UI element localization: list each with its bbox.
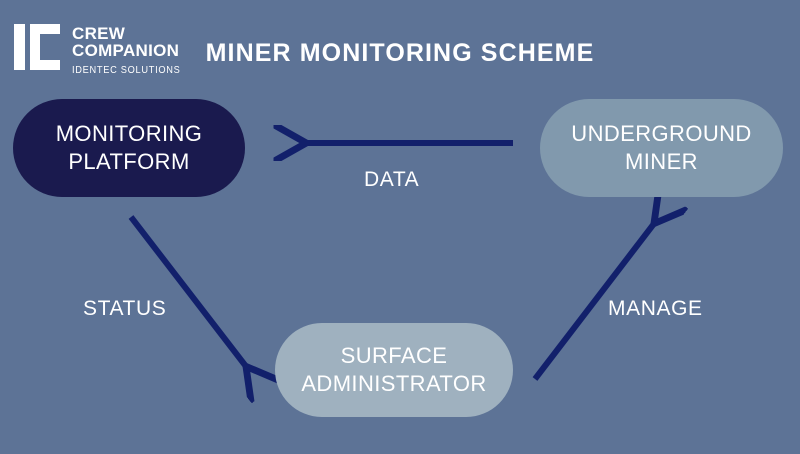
edge-label-status: STATUS [83, 297, 167, 320]
page-title: MINER MONITORING SCHEME [205, 39, 595, 67]
brand-line-2: COMPANION [72, 41, 180, 60]
edge-label-data: DATA [364, 168, 420, 191]
node-underground-miner[interactable]: UNDERGROUND MINER [540, 99, 783, 197]
edge-label-manage: MANAGE [608, 297, 703, 320]
node-monitoring-platform[interactable]: MONITORING PLATFORM [13, 99, 245, 197]
node-surface-administrator[interactable]: SURFACE ADMINISTRATOR [275, 323, 513, 417]
brand-tagline: IDENTEC SOLUTIONS [72, 64, 181, 76]
node-underground-miner-label: UNDERGROUND MINER [571, 121, 752, 174]
brand-wordmark: CREW COMPANION IDENTEC SOLUTIONS [72, 24, 195, 78]
arrow-status [128, 215, 248, 369]
node-monitoring-platform-label: MONITORING PLATFORM [55, 121, 203, 174]
crew-companion-bracket-logo-icon [14, 24, 60, 70]
brand-logo: CREW COMPANION IDENTEC SOLUTIONS [14, 24, 195, 78]
node-surface-administrator-label: SURFACE ADMINISTRATOR [301, 343, 487, 396]
brand-line-1: CREW [72, 24, 126, 43]
